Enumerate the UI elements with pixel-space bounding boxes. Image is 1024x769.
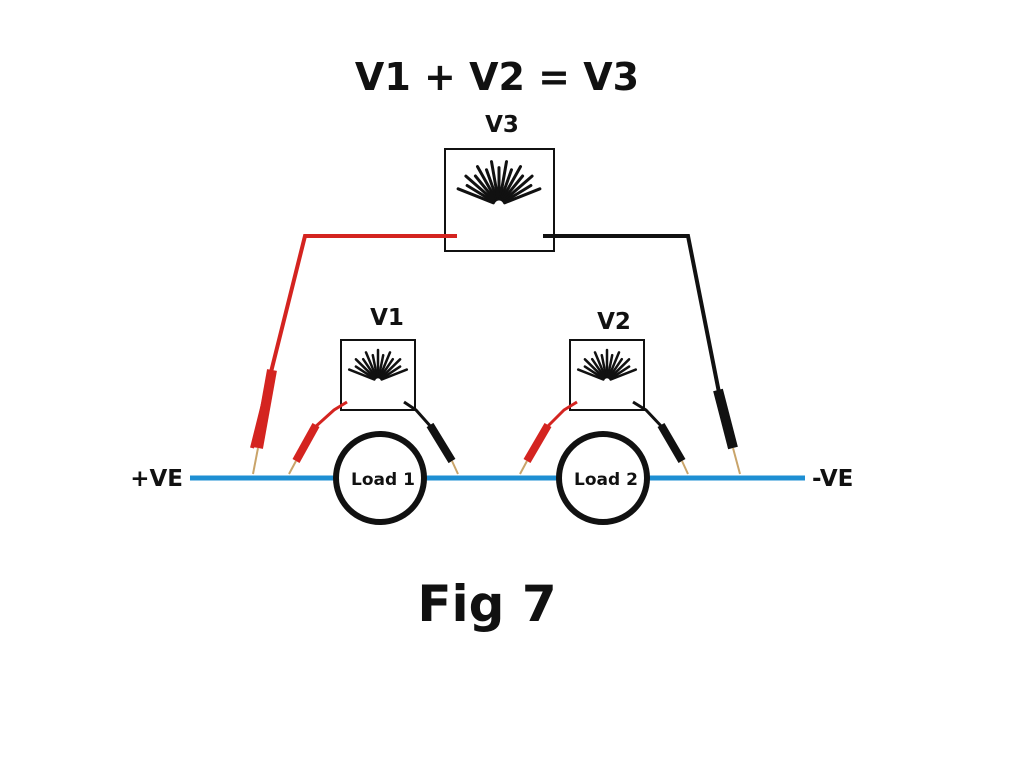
- voltmeter-v3: V3: [250, 112, 741, 475]
- v3-scale-tick: [490, 160, 500, 201]
- v3-scale-tick: [502, 174, 534, 203]
- load-1-label: Load 1: [351, 470, 415, 490]
- v1-scale-tick: [361, 357, 378, 379]
- v1-negative-lead: [403, 400, 434, 429]
- v3-meter-scale-icon: [456, 160, 542, 205]
- v1-scale-tick: [378, 357, 395, 379]
- v1-scale-tick: [377, 353, 385, 379]
- voltmeter-v1: V1: [288, 305, 459, 475]
- v1-positive-lead: [312, 400, 348, 430]
- v3-scale-tick: [501, 174, 525, 202]
- v2-positive-probe: [523, 422, 552, 464]
- v1-scale-tick: [380, 368, 409, 381]
- v1-negative-probe-tip: [451, 460, 459, 475]
- positive-rail-label: +VE: [130, 466, 183, 492]
- v1-scale-tick: [379, 358, 402, 380]
- v3-scale-tick: [485, 168, 499, 201]
- v3-scale-tick: [499, 168, 513, 201]
- v2-scale-tick: [607, 357, 624, 379]
- v1-negative-probe: [426, 422, 456, 464]
- v2-negative-lead: [632, 400, 665, 430]
- v2-label: V2: [597, 309, 631, 335]
- v2-scale-tick: [607, 351, 621, 379]
- voltmeter-v2: V2: [519, 309, 689, 475]
- v2-negative-probe: [657, 422, 686, 464]
- negative-rail-label: -VE: [812, 466, 853, 492]
- v3-negative-probe: [713, 388, 738, 450]
- v2-positive-lead: [544, 400, 578, 430]
- load-1: Load 1: [333, 431, 427, 525]
- v1-positive-probe: [292, 423, 320, 463]
- v2-scale-tick: [593, 351, 607, 379]
- v2-scale-tick: [576, 368, 605, 381]
- v3-scale-tick: [473, 174, 497, 202]
- v1-label: V1: [370, 305, 404, 331]
- v2-scale-tick: [590, 357, 607, 379]
- v1-scale-tick: [378, 351, 392, 379]
- figure-caption: Fig 7: [417, 575, 556, 633]
- v2-positive-probe-tip: [519, 460, 528, 475]
- v2-scale-tick: [609, 368, 638, 381]
- v1-scale-tick: [364, 351, 378, 379]
- v2-scale-tick: [583, 358, 606, 380]
- v2-scale-tick: [608, 358, 631, 380]
- load-2-circle: [556, 431, 650, 525]
- v3-scale-tick: [503, 187, 542, 205]
- v2-negative-probe-tip: [681, 460, 689, 475]
- equation-title: V1 + V2 = V3: [355, 55, 639, 99]
- v3-scale-tick: [464, 174, 496, 203]
- load-1-circle: [333, 431, 427, 525]
- v1-positive-probe-tip: [288, 460, 297, 475]
- v1-scale-tick: [354, 365, 376, 381]
- v3-scale-tick: [476, 165, 498, 202]
- v3-positive-probe: [253, 369, 277, 449]
- v3-label: V3: [485, 112, 519, 138]
- v3-scale-tick: [456, 187, 495, 205]
- v3-scale-tick: [498, 160, 508, 201]
- v3-scale-tick: [465, 184, 496, 204]
- load-2: Load 2: [556, 431, 650, 525]
- load-2-label: Load 2: [574, 470, 638, 490]
- v1-scale-tick: [380, 365, 402, 381]
- v3-negative-probe-tip: [732, 447, 741, 475]
- v1-meter-scale-icon: [347, 348, 409, 381]
- v3-negative-lead: [543, 234, 732, 449]
- v3-positive-probe-tip: [252, 447, 259, 475]
- v1-scale-tick: [354, 358, 377, 380]
- v1-scale-tick: [371, 353, 379, 379]
- v3-scale-tick: [502, 184, 533, 204]
- v2-meter-scale-icon: [576, 348, 638, 381]
- v2-scale-tick: [583, 365, 605, 381]
- v1-scale-tick: [347, 368, 376, 381]
- v2-scale-tick: [609, 365, 631, 381]
- v2-scale-tick: [606, 353, 614, 379]
- v2-scale-tick: [600, 353, 608, 379]
- v3-scale-tick: [500, 165, 522, 202]
